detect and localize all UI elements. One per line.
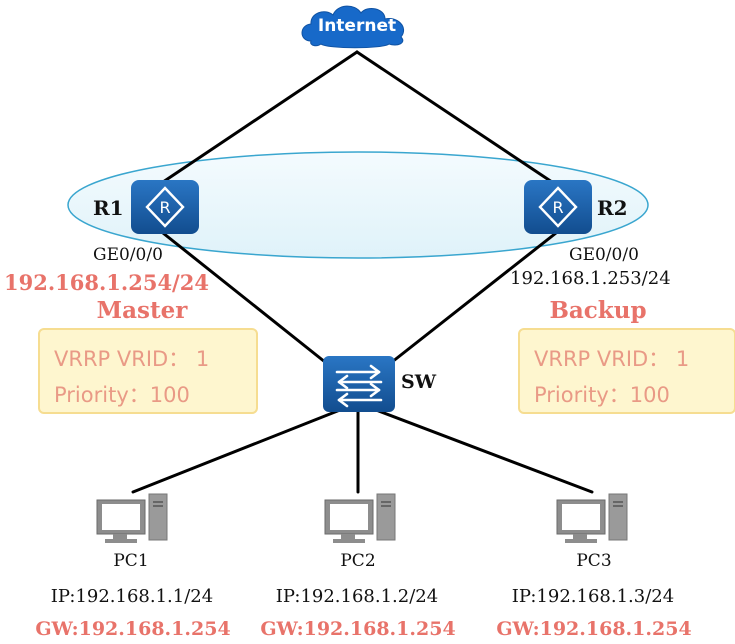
r1-priority: Priority：100	[54, 383, 190, 407]
link-internet-r2	[355, 50, 554, 184]
svg-text:R: R	[552, 198, 563, 217]
r2-priority: Priority：100	[534, 383, 670, 407]
link-sw-pc3	[374, 408, 594, 494]
r2-role: Backup	[549, 297, 647, 324]
r2-ip: 192.168.1.253/24	[510, 268, 671, 289]
pc-icon	[556, 493, 628, 543]
pc3-name: PC3	[576, 551, 612, 571]
pc1-ip: IP:192.168.1.1/24	[50, 586, 214, 607]
vrrp-group-ellipse	[67, 151, 649, 259]
r1-interface: GE0/0/0	[93, 245, 163, 265]
pc2-ip: IP:192.168.1.2/24	[275, 586, 439, 607]
pc2-name: PC2	[340, 551, 376, 571]
pc1-name: PC1	[113, 551, 149, 571]
link-r2-sw	[390, 231, 558, 364]
r1-role: Master	[96, 297, 188, 324]
link-sw-pc1	[131, 408, 342, 494]
router-icon: R	[524, 180, 592, 234]
switch-icon	[323, 356, 395, 412]
pc2-gw: GW:192.168.1.254	[260, 618, 456, 640]
r1-name: R1	[93, 196, 124, 220]
link-internet-r1	[161, 50, 359, 184]
internet-label: Internet	[317, 16, 397, 36]
r1-ip: 192.168.1.254/24	[4, 270, 209, 295]
switch-name: SW	[401, 371, 437, 393]
r1-vrrp-vrid: VRRP VRID： 1	[54, 347, 210, 371]
pc3-gw: GW:192.168.1.254	[496, 618, 692, 640]
link-r1-sw	[161, 231, 327, 364]
r1-vrrp-box: VRRP VRID： 1 Priority：100	[38, 328, 258, 414]
r2-interface: GE0/0/0	[569, 245, 639, 265]
pc3-ip: IP:192.168.1.3/24	[511, 586, 675, 607]
r2-vrrp-vrid: VRRP VRID： 1	[534, 347, 690, 371]
pc1-gw: GW:192.168.1.254	[35, 618, 231, 640]
pc-icon	[96, 493, 168, 543]
pc-icon	[324, 493, 396, 543]
r2-vrrp-box: VRRP VRID： 1 Priority：100	[518, 328, 735, 414]
cloud-icon	[301, 5, 405, 49]
r2-name: R2	[597, 196, 628, 220]
router-icon: R	[131, 180, 199, 234]
links	[131, 50, 594, 494]
svg-text:R: R	[159, 198, 170, 217]
